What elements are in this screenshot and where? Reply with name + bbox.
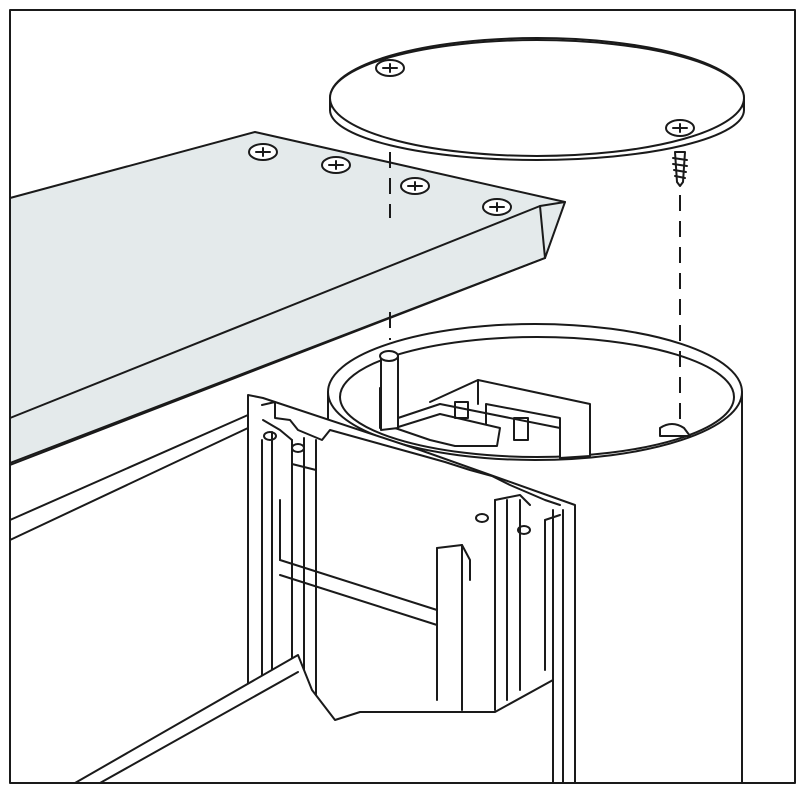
screw-heads: [248, 59, 695, 216]
worksurface-panel: [9, 131, 566, 466]
panel-screw-1: [248, 143, 278, 161]
panel-screw-2: [321, 156, 351, 174]
cap-screw-head-right: [665, 119, 695, 137]
panel-screw-3: [400, 177, 430, 195]
end-cap-disc: [329, 37, 745, 161]
cap-screw-head-left: [375, 59, 405, 77]
panel-screw-4: [482, 198, 512, 216]
cap-screw: [672, 151, 688, 187]
extrusion-frame: [9, 394, 576, 784]
assembly-guide-lines: [389, 152, 681, 420]
